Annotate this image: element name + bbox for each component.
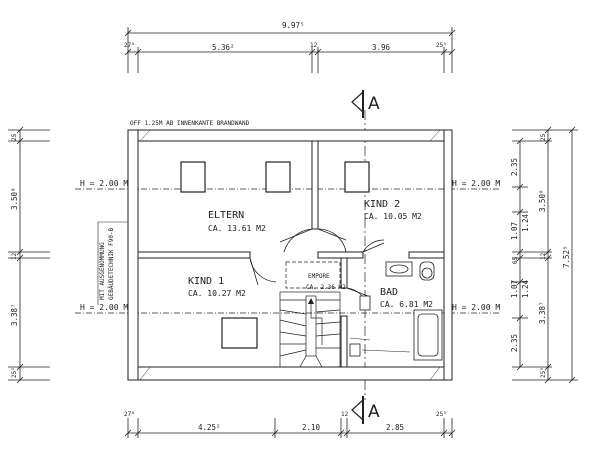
top-offset-right-dim: 25⁵ [436, 42, 447, 49]
empore-outline [285, 261, 341, 289]
outer-wall-hatching [139, 129, 441, 381]
height-lines [75, 188, 500, 314]
room-eltern-area: CA. 13.61 M2 [208, 224, 266, 233]
left-wall-dim: 12 [11, 252, 18, 260]
right-segment-1-dim: 3.50⁸ [538, 189, 547, 212]
top-segment-1-dim: 5.36² [212, 43, 235, 52]
height-mark-right-top: H = 2.00 M [452, 179, 500, 188]
left-bottom-offset-dim: 25⁵ [11, 367, 18, 378]
room-kind1-name: KIND 1 [188, 276, 224, 287]
bathroom-fixtures [349, 261, 443, 361]
bottom-segment-1-dim: 4.25² [198, 423, 221, 432]
room-empore-name: EMPORE [308, 273, 330, 280]
bottom-dimension-chain [124, 418, 456, 438]
left-top-offset-dim: 25 [11, 133, 18, 141]
right-segment-2-dim: 3.38⁷ [538, 301, 547, 324]
access-note-leader [97, 221, 128, 305]
top-overall-dim: 9.97⁵ [282, 21, 305, 30]
left-segment-1-dim: 3.50⁸ [10, 187, 19, 210]
room-kind1-area: CA. 10.27 M2 [188, 289, 246, 298]
right-inner-3-dim: 1.24 [521, 213, 530, 232]
right-dimension-chain [512, 126, 578, 384]
right-inner-6-dim: 1.24 [521, 279, 530, 298]
right-inner-7-dim: 2.35 [510, 334, 519, 352]
section-arrow-bottom [351, 398, 364, 422]
staircase [279, 291, 341, 368]
height-mark-left-bottom: H = 2.00 M [80, 303, 128, 312]
inner-walls [137, 140, 445, 368]
room-empore-area: CA. 2.36 M2 [306, 284, 346, 291]
skylights [180, 161, 370, 349]
right-top-offset-dim: 25 [540, 133, 547, 141]
right-wall-dim: 12 [540, 252, 547, 260]
top-dimension-chain [124, 27, 456, 73]
right-inner-5-dim: 1.07 [510, 280, 519, 298]
room-bad-name: BAD [380, 287, 398, 298]
bottom-offset-left-dim: 27⁸ [124, 411, 135, 418]
bottom-wall-dim: 12 [341, 411, 349, 418]
right-inner-1-dim: 2.35 [510, 158, 519, 176]
right-overall-dim: 7.52⁵ [562, 245, 571, 268]
room-bad-area: CA. 6.81 M2 [380, 300, 433, 309]
stair-direction-arrow [310, 300, 323, 345]
right-bottom-offset-dim: 25⁵ [540, 367, 547, 378]
top-wall-dim: 12 [310, 42, 318, 49]
right-inner-4-dim: 65 [512, 256, 519, 264]
top-segment-2-dim: 3.96 [372, 43, 391, 52]
bottom-offset-right-dim: 25⁵ [436, 411, 447, 418]
bath-sketch-lines [349, 337, 411, 353]
section-label-top: A [368, 94, 380, 114]
room-kind2-name: KIND 2 [364, 199, 400, 210]
room-kind2-area: CA. 10.05 M2 [364, 212, 422, 221]
bottom-segment-3-dim: 2.85 [386, 423, 404, 432]
top-offset-left-dim: 27⁸ [124, 42, 135, 49]
section-arrow-top [351, 90, 364, 114]
access-note-line-2: GEBÄUDETECHNIK F90-B [108, 227, 115, 300]
doors [249, 228, 385, 311]
section-label-bottom: A [368, 402, 380, 422]
right-inner-2-dim: 1.07 [510, 222, 519, 240]
bottom-segment-2-dim: 2.10 [302, 423, 321, 432]
left-segment-2-dim: 3.38⁷ [10, 303, 19, 326]
outer-walls [127, 129, 453, 381]
room-eltern-name: ELTERN [208, 210, 244, 221]
firewall-note: OFF 1.25M AB INNENKANTE BRANDWAND [130, 120, 250, 127]
height-mark-left-top: H = 2.00 M [80, 179, 128, 188]
stair-arrow-head [308, 298, 314, 304]
access-note-line-1: MIT AUSGENOMMUNG [99, 242, 106, 300]
left-dimension-chain [8, 126, 50, 384]
height-mark-right-bottom: H = 2.00 M [452, 303, 500, 312]
